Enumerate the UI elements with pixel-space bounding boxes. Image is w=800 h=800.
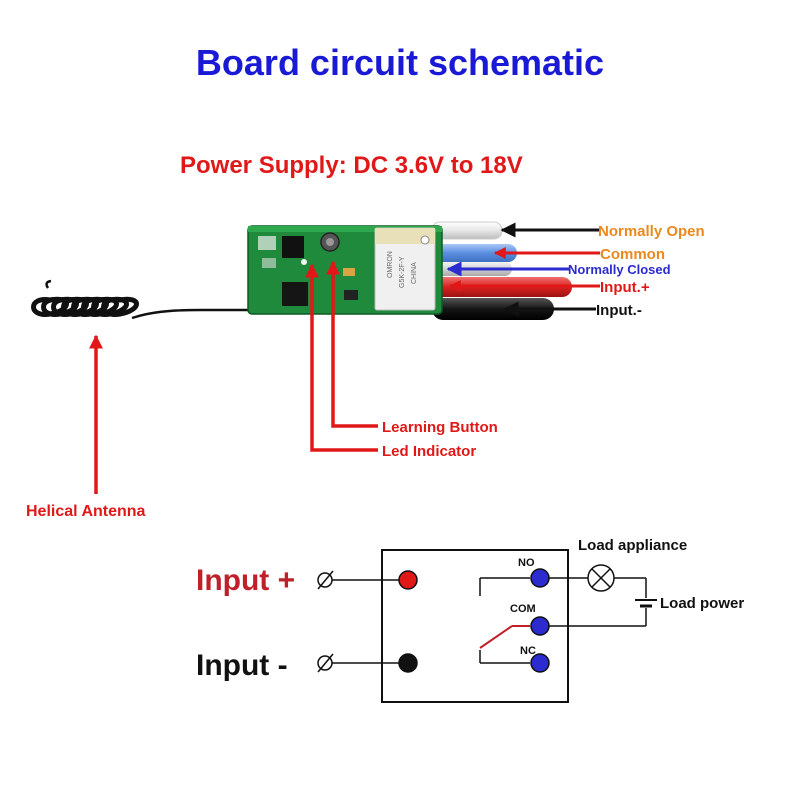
label-load-power: Load power [660,595,744,612]
terminal-icon [317,570,334,590]
arrow-learning-button [326,260,378,428]
terminal-plus-dot [398,570,418,590]
wire-input-minus [432,298,554,320]
arrow-led-indicator [305,263,378,452]
label-com: COM [510,603,536,615]
chip-icon [282,282,308,306]
label-input-plus: Input + [196,564,295,597]
label-input-plus-wire: Input.+ [600,279,650,296]
svg-text:OMRON: OMRON [387,251,394,278]
chip-icon [282,236,304,258]
switch-contact-icon [479,625,513,649]
label-normally-open: Normally Open [598,223,705,240]
label-helical-antenna: Helical Antenna [26,503,146,520]
label-common: Common [600,246,665,263]
lamp-icon [587,564,615,592]
label-learning-button: Learning Button [382,419,498,436]
wire-bundle [431,221,572,320]
helical-antenna [31,279,250,320]
terminal-nc-dot [530,653,550,673]
label-no: NO [518,557,535,569]
terminal-icon [317,653,334,673]
label-load-appliance: Load appliance [578,537,687,554]
terminal-minus-dot [398,653,418,673]
page-title: Board circuit schematic [195,42,605,83]
label-input-minus: Input - [196,649,288,682]
receiver-board: OMRON G5K-2F-Y CHINA [247,225,443,315]
label-nc: NC [520,645,536,657]
wiring-schematic: Input + Input - NO COM NC [196,537,744,703]
label-led-indicator: Led Indicator [382,443,476,460]
label-input-minus-wire: Input.- [596,302,642,319]
led-icon [301,259,307,265]
terminal-com-dot [530,616,550,636]
terminal-no-dot [530,568,550,588]
power-supply-label: Power Supply: DC 3.6V to 18V [180,152,523,179]
svg-text:G5K-2F-Y: G5K-2F-Y [399,256,406,288]
label-normally-closed: Normally Closed [568,262,671,277]
battery-icon [635,599,657,608]
svg-text:CHINA: CHINA [411,262,418,284]
